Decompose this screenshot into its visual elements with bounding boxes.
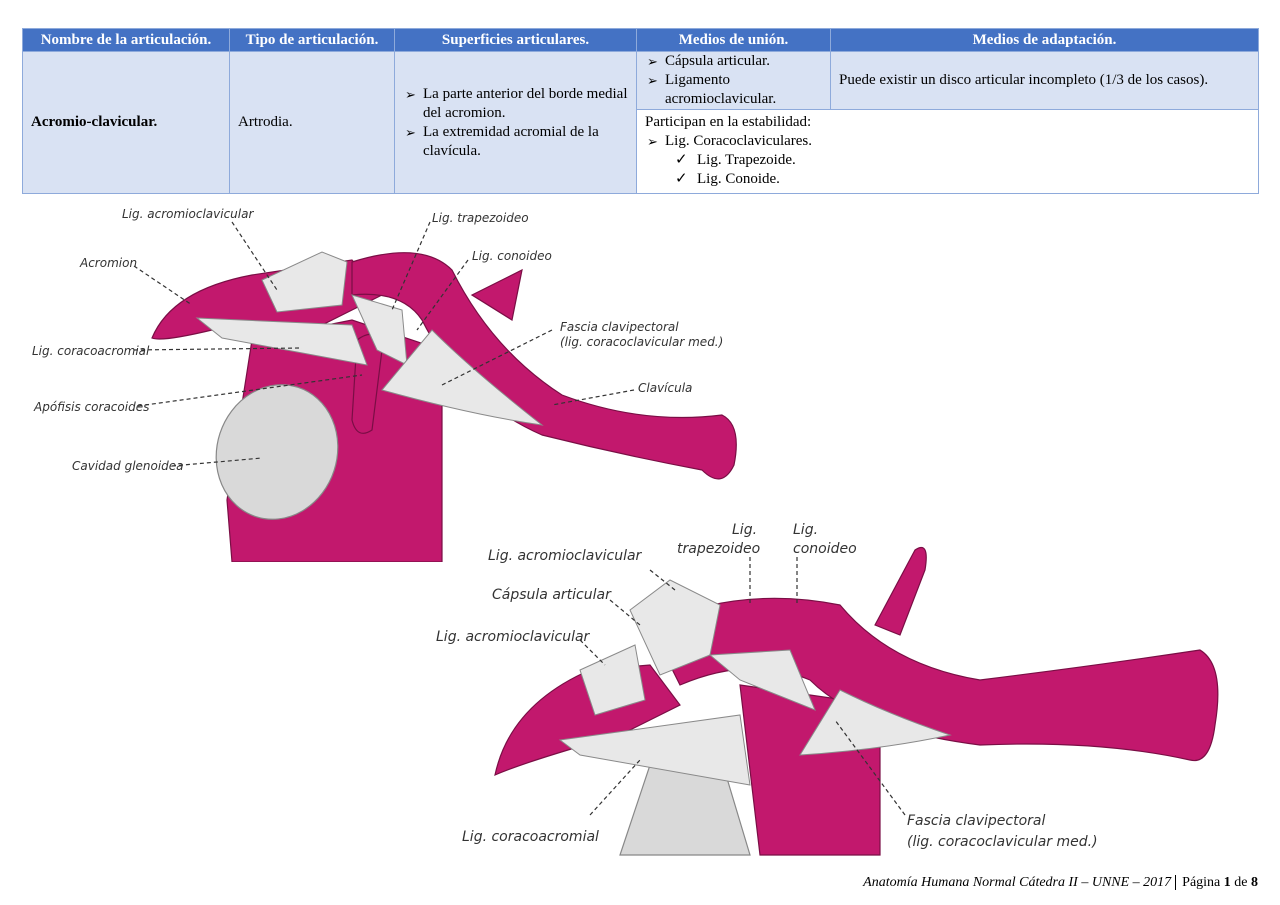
label-conoideo-2: conoideo	[793, 541, 857, 557]
union-list: Cápsula articular. Ligamento acromioclav…	[645, 52, 822, 109]
cell-nombre: Acromio-clavicular.	[22, 51, 230, 194]
label-acromioclavicular-superior: Lig. acromioclavicular	[488, 548, 643, 564]
label-acromioclavicular: Lig. acromioclavicular	[122, 207, 254, 221]
leader-line	[579, 639, 606, 666]
label-trapezoideo-1: Lig.	[732, 522, 757, 538]
clavipectoral-fascia-shape	[381, 329, 544, 426]
label-trapezoideo: Lig. trapezoideo	[432, 211, 529, 225]
footer-page-total: 8	[1251, 875, 1258, 890]
label-coracoacromial: Lig. coracoacromial	[462, 829, 599, 845]
leader-line	[834, 719, 906, 816]
list-item: Ligamento acromioclavicular.	[645, 71, 822, 109]
table-header-row: Nombre de la articulación. Tipo de artic…	[22, 28, 1259, 52]
list-item: La parte anterior del borde medial del a…	[403, 85, 628, 123]
list-item: Cápsula articular.	[645, 52, 822, 71]
acromioclavicular-ligament-shape	[261, 251, 348, 313]
list-item: Lig. Trapezoide.	[655, 151, 1250, 170]
stability-sublist: Lig. Trapezoide. Lig. Conoide.	[645, 151, 1250, 189]
list-item: Lig. Coracoclaviculares.	[645, 132, 1250, 151]
stability-list: Lig. Coracoclaviculares.	[645, 132, 1250, 151]
label-conoideo: Lig. conoideo	[472, 249, 552, 263]
table-row: Acromio-clavicular. Artrodia. La parte a…	[22, 51, 1259, 194]
label-fascia-2: (lig. coracoclavicular med.)	[560, 335, 723, 349]
footer-page-word: Página	[1182, 875, 1221, 890]
label-conoideo-1: Lig.	[793, 522, 818, 538]
leader-line	[133, 265, 193, 306]
clavipectoral-fascia-shape	[799, 689, 952, 756]
label-trapezoideo-2: trapezoideo	[677, 541, 760, 557]
leader-line	[133, 347, 303, 351]
cell-medios-union: Cápsula articular. Ligamento acromioclav…	[636, 51, 831, 110]
footer-divider	[1175, 875, 1177, 890]
footer-course: Anatomía Humana Normal Cátedra II – UNNE…	[863, 875, 1172, 890]
table-row: Participan en la estabilidad: Lig. Corac…	[23, 109, 1259, 194]
leader-line	[391, 221, 431, 311]
label-acromioclavicular-inferior: Lig. acromioclavicular	[436, 629, 591, 645]
label-fascia-1: Fascia clavipectoral	[907, 813, 1045, 829]
coracoacromial-ligament-shape	[558, 714, 751, 786]
surfaces-list: La parte anterior del borde medial del a…	[403, 85, 628, 161]
label-fascia-1: Fascia clavipectoral	[560, 320, 679, 334]
stability-intro: Participan en la estabilidad:	[645, 114, 812, 130]
coracoid-shape	[874, 546, 927, 636]
articulation-table: Nombre de la articulación. Tipo de artic…	[22, 28, 1259, 194]
footer-page-number: 1	[1223, 875, 1231, 890]
label-coracoides: Apófisis coracoides	[33, 400, 149, 414]
list-item: Lig. Conoide.	[655, 170, 1250, 189]
header-superficies: Superficies articulares.	[394, 28, 637, 52]
label-coracoacromial: Lig. coracoacromial	[32, 344, 150, 358]
acromioclavicular-ligament-inferior-shape	[579, 644, 646, 716]
leader-line	[649, 569, 676, 591]
leader-line	[589, 759, 641, 816]
cell-superficies: La parte anterior del borde medial del a…	[394, 51, 637, 194]
acromioclavicular-anterior-illustration: Lig. acromioclavicular Lig. trapezoideo …	[32, 207, 737, 562]
header-nombre: Nombre de la articulación.	[22, 28, 230, 52]
coracoacromial-ligament-shape	[195, 317, 368, 366]
cell-tipo: Artrodia.	[229, 51, 395, 194]
label-capsula: Cápsula articular	[492, 587, 612, 603]
leader-line	[171, 457, 263, 467]
acromioclavicular-superior-illustration: Lig. trapezoideo Lig. conoideo Lig. acro…	[436, 522, 1219, 856]
page-footer: Anatomía Humana Normal Cátedra II – UNNE…	[863, 875, 1258, 891]
label-clavicula: Clavícula	[638, 381, 692, 395]
cell-estabilidad: Participan en la estabilidad: Lig. Corac…	[636, 109, 1259, 194]
header-medios-union: Medios de unión.	[636, 28, 831, 52]
footer-of-word: de	[1234, 875, 1248, 890]
list-item: La extremidad acromial de la clavícula.	[403, 123, 628, 161]
label-fascia-2: (lig. coracoclavicular med.)	[907, 834, 1098, 850]
label-glenoidea: Cavidad glenoidea	[72, 459, 184, 473]
trapezoid-ligament-shape	[708, 649, 816, 711]
leader-line	[137, 374, 363, 407]
capsule-shape	[629, 579, 721, 676]
leader-line	[416, 259, 469, 331]
scapula-spine-shape	[470, 268, 523, 321]
cell-medios-adaptacion: Puede existir un disco articular incompl…	[830, 51, 1259, 110]
glenoid-cavity-shape	[215, 384, 339, 520]
header-medios-adaptacion: Medios de adaptación.	[830, 28, 1259, 52]
label-acromion: Acromion	[79, 256, 137, 270]
header-tipo: Tipo de articulación.	[229, 28, 395, 52]
